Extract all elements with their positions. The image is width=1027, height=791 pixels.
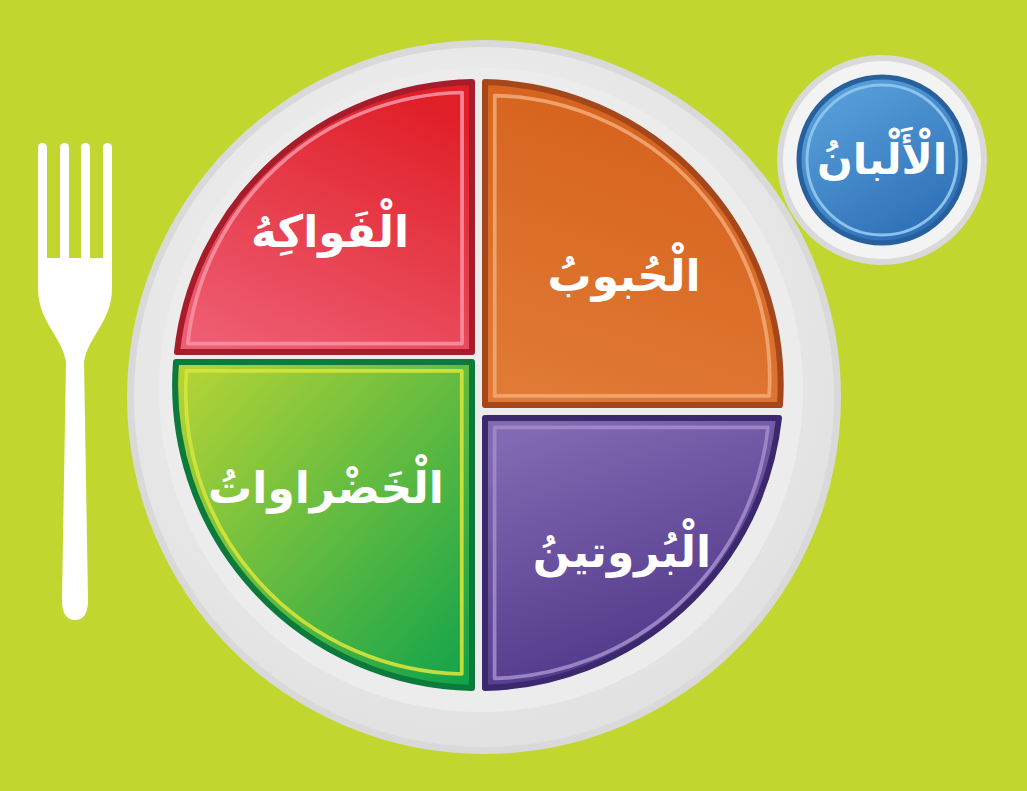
food-group-label: الْخَضْراواتُ (208, 459, 444, 516)
milk-fill (799, 77, 965, 243)
food-group-label: الْحُبوبُ (547, 247, 700, 304)
plate-well (159, 68, 803, 712)
food-group-label: الْبُروتينُ (533, 523, 711, 580)
cup-rim (777, 55, 987, 265)
food-group-label: الْأَلْبانُ (817, 133, 947, 188)
dairy-cup: الْأَلْبانُ (772, 50, 992, 270)
grains-section-shape (477, 74, 790, 413)
grains-section: الْحُبوبُ (477, 74, 790, 413)
cup-body (783, 61, 981, 259)
section-fill (177, 82, 472, 352)
vegetables-section: الْخَضْراواتُ (168, 354, 480, 696)
protein-section: الْبُروتينُ (477, 410, 790, 696)
section-inner-rim (495, 427, 768, 678)
plate-rim (127, 40, 841, 754)
vegetables-section-shape (168, 354, 480, 696)
section-fill (485, 82, 781, 405)
fruits-section: الْفَواكِهُ (168, 74, 480, 360)
section-inner-rim (495, 96, 770, 396)
section-fill (485, 418, 779, 688)
plate (134, 47, 834, 747)
section-fill (175, 362, 472, 688)
milk-inner-rim (807, 85, 957, 235)
section-inner-rim (186, 371, 462, 674)
food-group-label: الْفَواكِهُ (251, 203, 409, 260)
fork (38, 143, 112, 620)
section-inner-rim (188, 92, 462, 343)
